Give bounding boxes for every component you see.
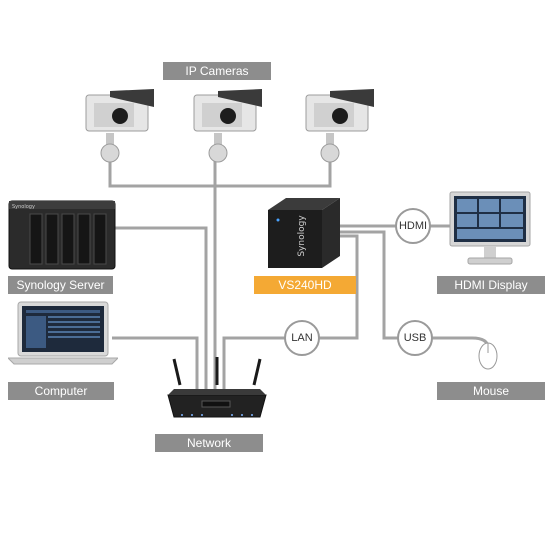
lan-port-badge: LAN bbox=[284, 320, 320, 356]
router-icon bbox=[167, 357, 267, 418]
network-label: Network bbox=[155, 434, 263, 452]
mouse-icon bbox=[478, 342, 498, 370]
server-wire bbox=[115, 226, 208, 400]
vs240hd-label: VS240HD bbox=[254, 276, 356, 294]
camera-icon bbox=[85, 89, 154, 163]
vs240hd-icon: Synology bbox=[268, 198, 340, 268]
computer-label: Computer bbox=[8, 382, 114, 400]
hdmi-port-badge: HDMI bbox=[395, 208, 431, 244]
laptop-icon bbox=[8, 301, 118, 365]
lan-wire bbox=[222, 234, 359, 400]
monitor-icon bbox=[449, 191, 531, 265]
usb-port-badge: USB bbox=[397, 320, 433, 356]
hdmi-display-label: HDMI Display bbox=[437, 276, 545, 294]
computer-wire bbox=[112, 336, 199, 400]
camera-icon bbox=[305, 89, 374, 163]
ip-cameras-label: IP Cameras bbox=[163, 62, 271, 80]
nas-brand-text: Synology bbox=[12, 204, 35, 210]
vs240hd-brand-text: Synology bbox=[297, 215, 307, 257]
synology-server-label: Synology Server bbox=[8, 276, 113, 294]
nas-icon: Synology bbox=[8, 200, 116, 270]
camera-bus-wire bbox=[108, 160, 332, 188]
camera-icon bbox=[193, 89, 262, 163]
mouse-label: Mouse bbox=[437, 382, 545, 400]
